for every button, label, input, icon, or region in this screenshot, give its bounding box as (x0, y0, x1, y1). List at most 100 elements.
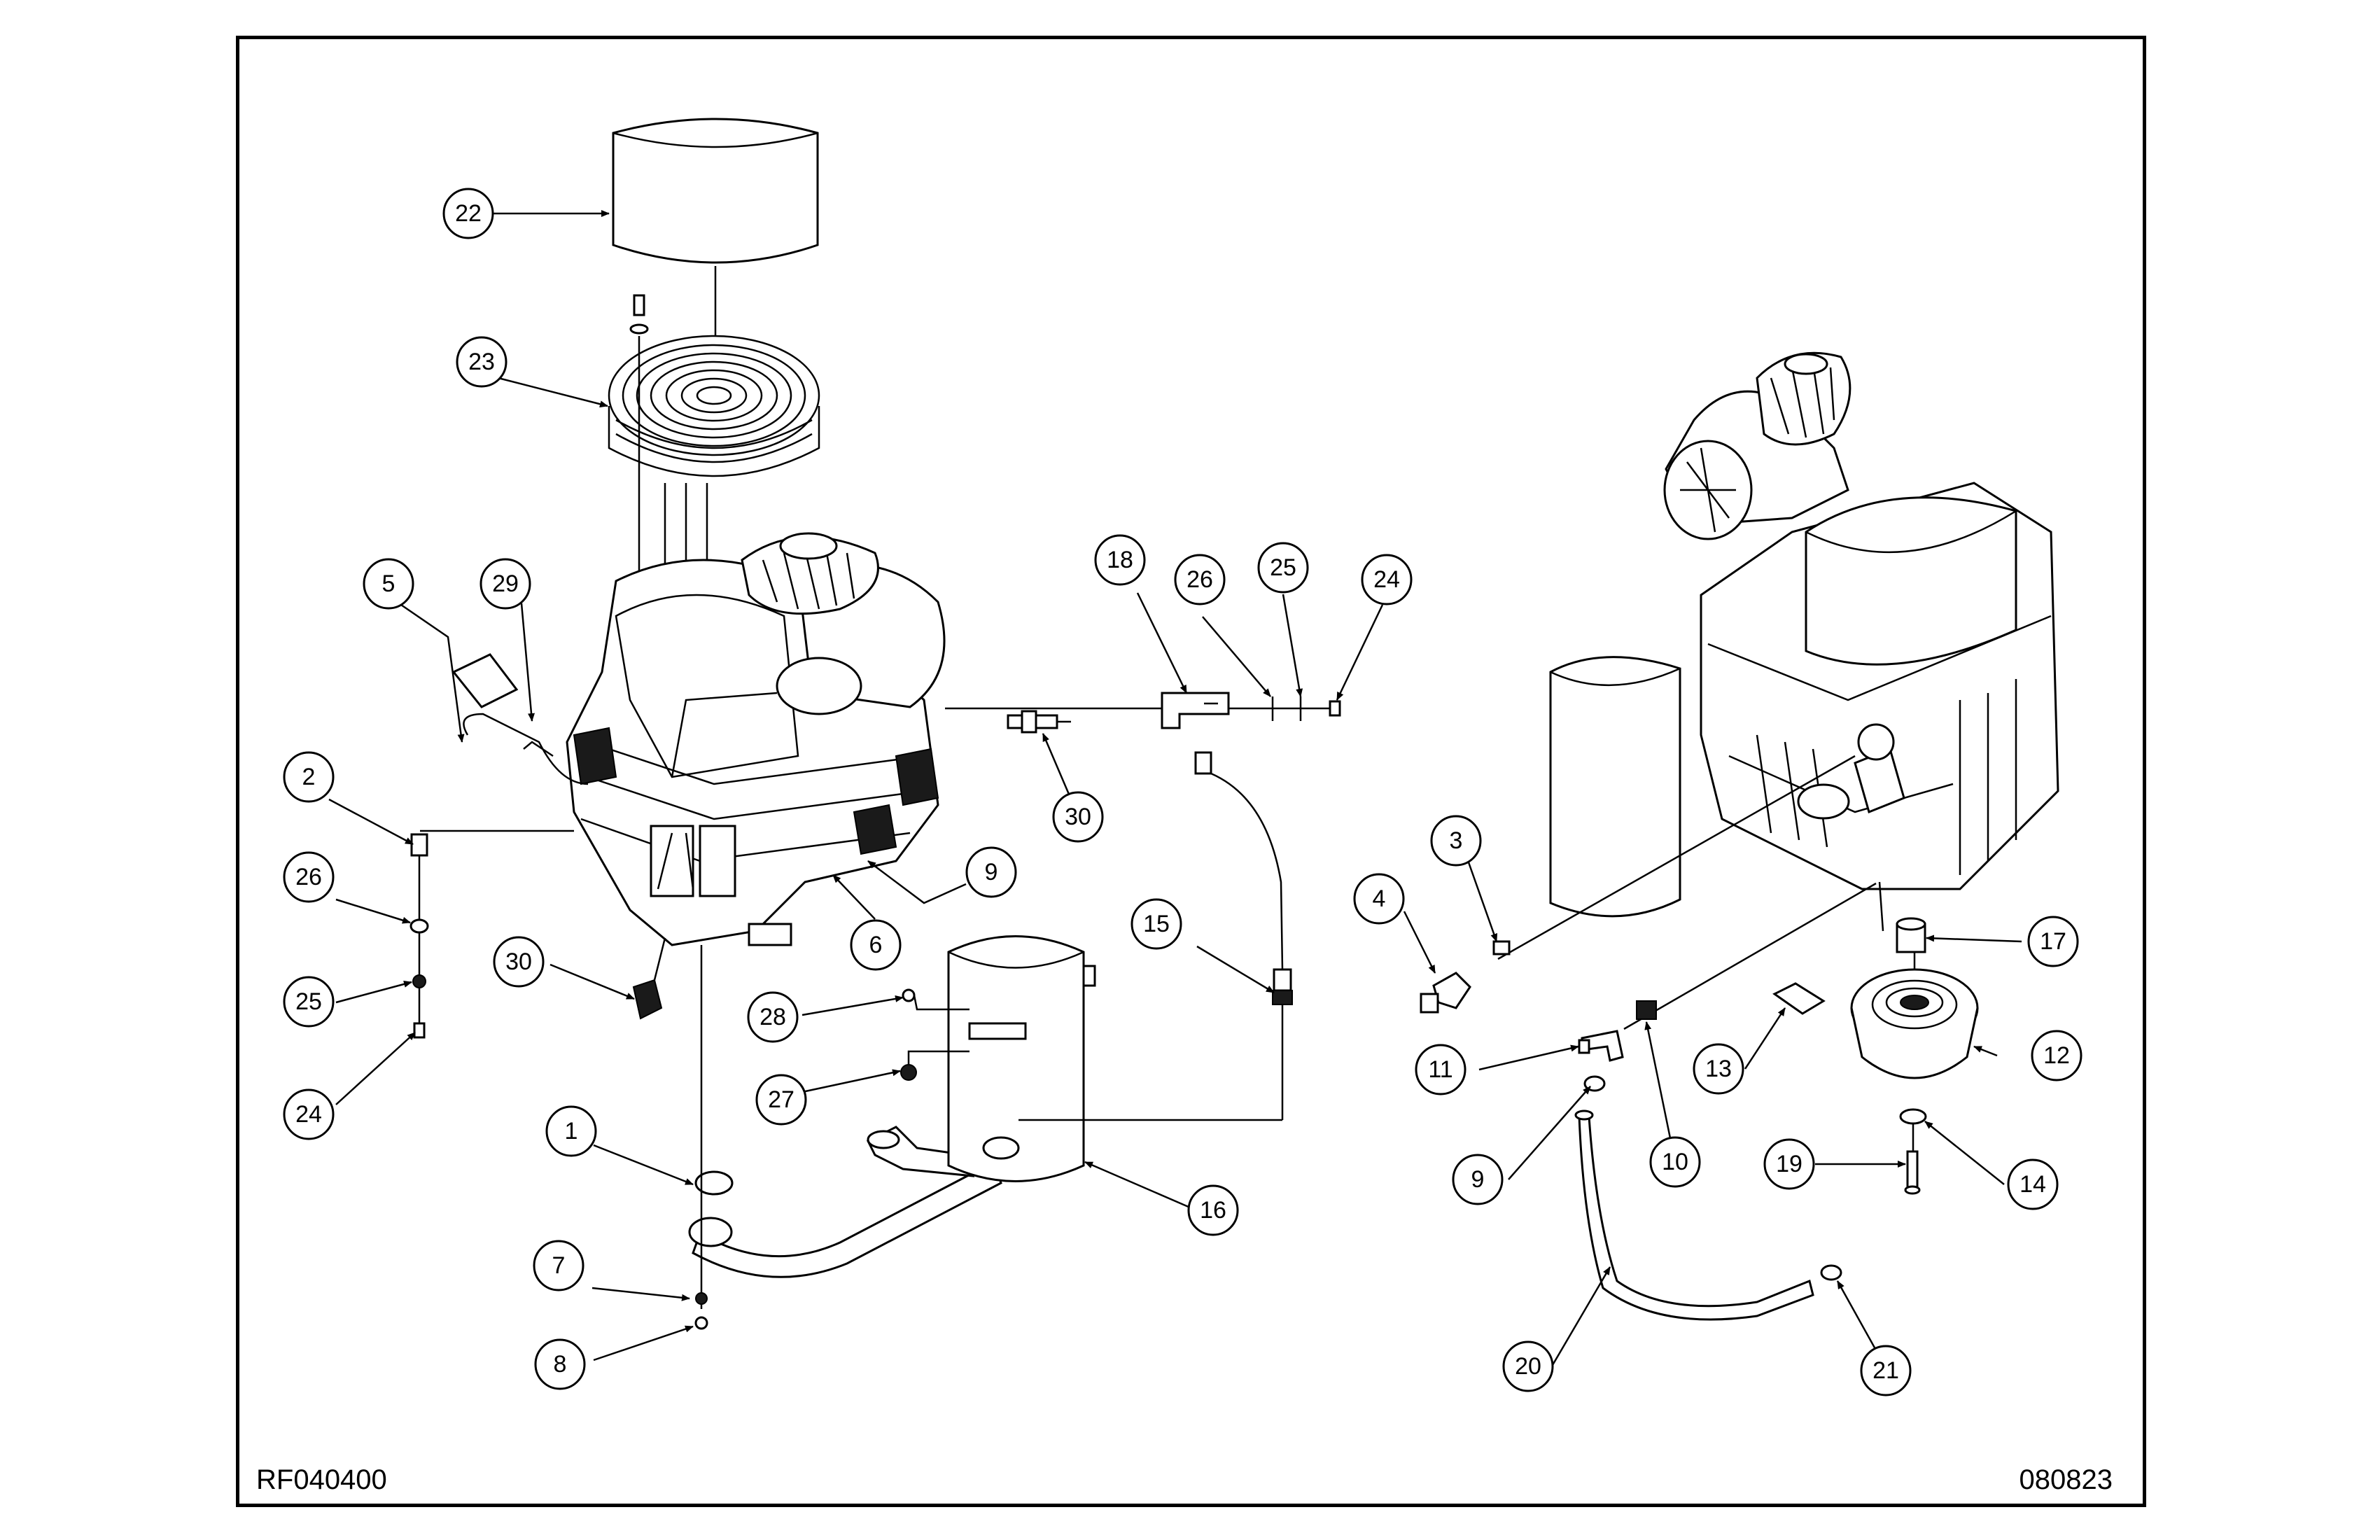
callout-27: 27 (755, 1074, 807, 1126)
svg-text:18: 18 (1107, 547, 1133, 573)
svg-text:25: 25 (295, 988, 322, 1015)
svg-text:9: 9 (985, 859, 998, 886)
svg-text:26: 26 (295, 864, 322, 890)
svg-text:11: 11 (1428, 1056, 1452, 1083)
svg-text:5: 5 (382, 570, 396, 597)
callout-28: 28 (747, 991, 799, 1043)
svg-text:23: 23 (468, 349, 495, 375)
callout-23: 23 (456, 336, 507, 388)
svg-text:8: 8 (554, 1351, 567, 1378)
oil-sensor-lower-part (632, 937, 666, 1020)
svg-text:13: 13 (1705, 1056, 1732, 1082)
callout-18: 18 (1094, 534, 1146, 586)
clutch-tab-part (1772, 982, 1826, 1015)
callout-30-left: 30 (493, 936, 545, 988)
spacer-part (1896, 917, 1926, 953)
clutch-bolt-part (1904, 1150, 1921, 1195)
svg-text:27: 27 (768, 1086, 794, 1113)
callout-bubbles: 22 23 5 29 2 26 25 24 30 1 7 8 6 9 28 27… (283, 188, 2082, 1396)
drawing-frame (236, 36, 2146, 1507)
svg-text:30: 30 (505, 948, 532, 975)
svg-text:24: 24 (295, 1101, 322, 1128)
callout-22: 22 (442, 188, 494, 239)
callout-3: 3 (1430, 815, 1482, 867)
oil-filter-canister-part (1549, 656, 1681, 918)
svg-text:20: 20 (1515, 1353, 1541, 1380)
callout-6: 6 (850, 919, 902, 971)
screen-screw-part (629, 294, 649, 574)
callout-8: 8 (534, 1338, 586, 1390)
right-engine-assembly (1420, 351, 2059, 1321)
svg-text:6: 6 (869, 932, 883, 958)
callout-25-right: 25 (1257, 542, 1309, 594)
svg-text:28: 28 (760, 1004, 786, 1030)
bracket-stack-right (1161, 692, 1341, 729)
drain-hose-part (1574, 1075, 1814, 1321)
callout-13: 13 (1693, 1043, 1744, 1095)
bracket-stack-left (410, 833, 429, 1039)
exhaust-pipe-part (688, 1126, 1002, 1278)
callout-14: 14 (2007, 1158, 2059, 1210)
oil-fittings (1578, 1000, 1657, 1062)
callout-2: 2 (283, 751, 335, 803)
callout-15: 15 (1130, 898, 1182, 950)
callout-10: 10 (1649, 1136, 1701, 1188)
svg-text:21: 21 (1872, 1357, 1899, 1384)
callout-29: 29 (479, 558, 531, 610)
callout-5: 5 (363, 558, 414, 610)
debris-screen-part (608, 335, 820, 477)
temp-sensor-upper-part (945, 707, 1162, 734)
drawing-number-left: RF040400 (256, 1464, 387, 1495)
left-engine-body (566, 532, 946, 946)
svg-text:29: 29 (492, 570, 519, 597)
callout-9-left: 9 (965, 846, 1017, 898)
washer-part (1899, 1108, 1927, 1125)
svg-text:4: 4 (1373, 886, 1386, 912)
drain-valve-part (1420, 940, 1511, 1014)
muffler-nut-part (900, 1050, 969, 1081)
decal-part (451, 653, 519, 708)
svg-text:25: 25 (1270, 554, 1296, 581)
svg-text:16: 16 (1200, 1197, 1226, 1224)
svg-text:14: 14 (2019, 1171, 2046, 1198)
muffler-part (947, 935, 1096, 1182)
callout-26-left: 26 (283, 851, 335, 903)
svg-text:26: 26 (1186, 566, 1213, 593)
callout-9-right: 9 (1452, 1154, 1504, 1205)
callout-20: 20 (1502, 1340, 1554, 1392)
svg-text:30: 30 (1065, 804, 1091, 830)
callout-11: 11 (1415, 1044, 1466, 1096)
callout-24-left: 24 (283, 1088, 335, 1140)
svg-text:3: 3 (1450, 827, 1463, 854)
callout-21: 21 (1860, 1345, 1912, 1396)
svg-text:22: 22 (455, 200, 482, 227)
callout-26-right: 26 (1174, 554, 1226, 606)
drawing-date-code: 080823 (2019, 1464, 2113, 1495)
o2-sensor-part (1018, 751, 1293, 1121)
svg-text:10: 10 (1662, 1149, 1688, 1175)
svg-text:2: 2 (302, 764, 316, 790)
pto-clutch-part (1850, 968, 1979, 1079)
svg-text:7: 7 (552, 1252, 566, 1279)
hose-cap-part (1820, 1264, 1842, 1281)
right-air-cleaner-part (1663, 351, 1851, 540)
callout-12: 12 (2031, 1030, 2082, 1082)
svg-text:1: 1 (565, 1118, 578, 1144)
callout-7: 7 (533, 1240, 584, 1292)
svg-text:15: 15 (1143, 911, 1170, 937)
svg-text:9: 9 (1471, 1166, 1485, 1193)
air-cleaner-cover-part (612, 118, 819, 264)
callout-17: 17 (2027, 916, 2079, 967)
callout-24-right: 24 (1361, 554, 1413, 606)
svg-text:17: 17 (2040, 928, 2066, 955)
svg-text:24: 24 (1373, 566, 1400, 593)
svg-text:12: 12 (2043, 1042, 2070, 1069)
vent-hose-part (463, 713, 589, 785)
callout-19: 19 (1763, 1138, 1815, 1190)
callout-1: 1 (545, 1105, 597, 1157)
callout-4: 4 (1353, 873, 1405, 925)
callout-16: 16 (1187, 1184, 1239, 1236)
right-engine-body (1700, 482, 2059, 890)
left-engine-assembly (410, 118, 1341, 1330)
